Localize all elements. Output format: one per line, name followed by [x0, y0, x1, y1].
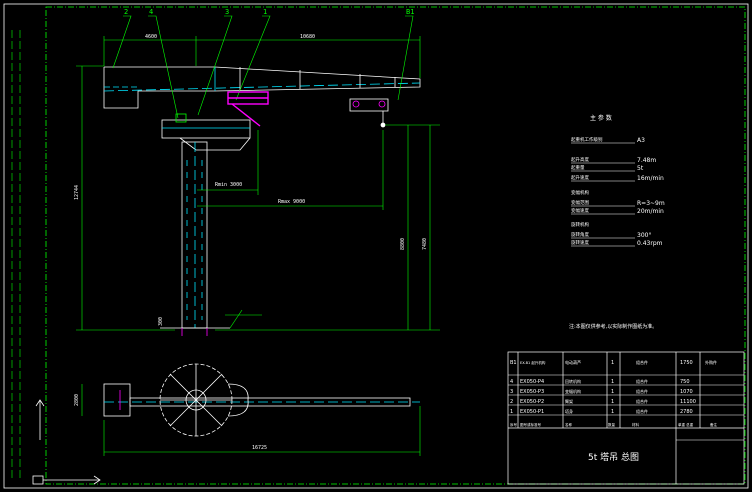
dim-plan-h: 2800 [74, 394, 80, 406]
bom-cell-qty: 1 [611, 379, 614, 385]
param-value: A3 [637, 137, 645, 144]
trolley-hoist [227, 91, 269, 127]
callout-2: 2 [124, 8, 128, 16]
bom-cell-qty: 1 [611, 389, 614, 395]
bom-cell-no: B1 [510, 360, 517, 366]
bom-cell-mat: 组合件 [636, 398, 648, 404]
bom-header-name: 名称 [565, 422, 573, 427]
bom-cell-no: 4 [510, 379, 513, 385]
bom-cell-code: EX050-P3 [520, 389, 544, 395]
param-value: 300° [637, 232, 651, 239]
param-label: 起升速度 [571, 174, 589, 181]
bom-cell-no: 1 [510, 409, 513, 415]
bom-cell-mat: 组合件 [636, 408, 648, 414]
bom-cell-name: 塔身 [565, 408, 573, 414]
dim-height: 12744 [74, 185, 80, 200]
bom-header-code: 图号或标准号 [520, 422, 541, 427]
bom-cell-code: EX050-P2 [520, 399, 544, 405]
param-value: 5t [637, 165, 644, 172]
bom-cell-wt: 1750 [680, 360, 693, 366]
params-title: 主 参 数 [590, 114, 612, 122]
bom-cell-name: 变幅机构 [565, 388, 581, 394]
bom-cell-name: 回转机构 [565, 378, 581, 384]
inner-frame [45, 6, 746, 485]
param-value: 16m/min [637, 175, 664, 182]
bom-header-wt: 单重 总重 [678, 422, 694, 427]
bom-cell-code: EX050-P1 [520, 409, 544, 415]
bom-cell-qty: 1 [611, 409, 614, 415]
bom-cell-no: 3 [510, 389, 513, 395]
bom-cell-no: 2 [510, 399, 513, 405]
bom-cell-wt: 750 [680, 379, 690, 385]
bom-cell-mat: 组合件 [636, 378, 648, 384]
callout-3: 3 [225, 8, 229, 16]
bom-header-rem: 备注 [710, 422, 718, 427]
param-value: R=3~9m [637, 200, 665, 207]
height-dims [76, 65, 440, 331]
param-value: 20m/min [637, 208, 664, 215]
param-label: 旋转速度 [571, 239, 589, 246]
ucs-icon [32, 399, 101, 485]
plan-view [103, 363, 420, 437]
bom-header-no: 序号 [510, 422, 518, 427]
dim-right-span: 10680 [300, 34, 315, 40]
ground-mark [225, 309, 262, 329]
bom-cell-name: 臂架 [565, 398, 573, 404]
dim-rmin: Rmin 3000 [215, 182, 242, 188]
params-list: 起重机工作级别 A3 起升高度 7.48m 起重量 5t 起升速度 16m/min 变幅机构变幅… [571, 136, 665, 247]
turret-platform [161, 113, 251, 151]
dim-base: 300 [158, 317, 164, 326]
bom-header-mat: 材料 [632, 422, 640, 427]
callout-4: 4 [149, 8, 153, 16]
dim-h3: 7480 [422, 238, 428, 250]
param-label: 起重量 [571, 164, 585, 171]
param-label: 变幅范围 [571, 199, 589, 206]
bom-table [507, 351, 745, 485]
bom-cell-qty: 1 [611, 399, 614, 405]
param-label: 旋转角度 [571, 231, 589, 238]
param-label: 起升高度 [571, 156, 589, 163]
radius-dims [197, 130, 384, 210]
bom-cell-mat: 组合件 [636, 359, 648, 365]
bom-header-qty: 数量 [608, 422, 616, 427]
plan-dims [81, 384, 421, 456]
bom-cell-code: EX-B1 起升机构 [520, 360, 546, 365]
callout-b1: B1 [406, 8, 414, 16]
bom-cell-mat: 组合件 [636, 388, 648, 394]
param-label: 旋转机构 [571, 221, 589, 228]
jib [103, 66, 421, 109]
dim-rmax: Rmax 9000 [278, 199, 305, 205]
callout-1: 1 [263, 8, 267, 16]
params-note: 注:本图仅供参考,以实际制作图纸为准。 [569, 323, 657, 330]
param-label: 起重机工作级别 [571, 136, 603, 143]
callout-leaders [112, 15, 414, 119]
param-value: 7.48m [637, 157, 656, 164]
top-dimension [103, 36, 421, 78]
outer-frame [3, 3, 749, 489]
param-label: 变幅速度 [571, 207, 589, 214]
bom-cell-name: 电动葫芦 [565, 359, 581, 365]
bom-cell-rem: 外购件 [705, 359, 717, 365]
bom-cell-wt: 11100 [680, 399, 696, 405]
param-value: 0.43rpm [637, 240, 663, 247]
hook-trolley [349, 98, 389, 128]
tower-body [160, 141, 230, 336]
dim-left-span: 4600 [145, 34, 157, 40]
dim-plan-w: 16725 [252, 445, 267, 451]
bom-cell-wt: 2780 [680, 409, 693, 415]
drawing-title: 5t 塔吊 总图 [588, 451, 639, 463]
param-label: 变幅机构 [571, 189, 589, 196]
bom-cell-qty: 1 [611, 360, 614, 366]
bom-cell-wt: 1070 [680, 389, 693, 395]
bom-cell-code: EX050-P4 [520, 379, 544, 385]
dim-h2: 8800 [400, 238, 406, 250]
